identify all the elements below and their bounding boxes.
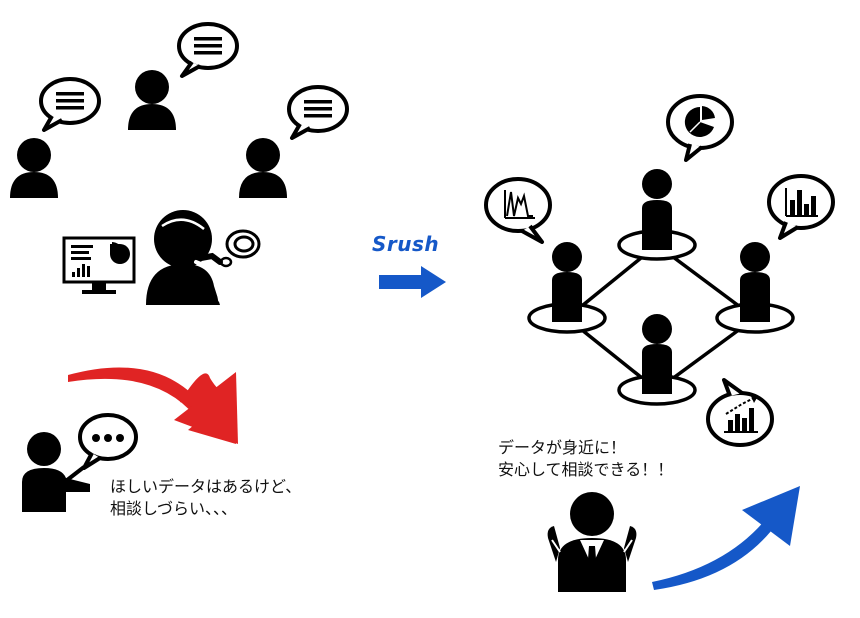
srush-label: Srush <box>372 232 440 256</box>
before-caption-line2: 相談しづらい、、、 <box>110 499 238 518</box>
person-icon <box>239 138 287 198</box>
blue-curved-arrow <box>652 486 800 590</box>
red-curved-arrow <box>68 367 238 444</box>
network-person-right <box>715 242 795 334</box>
rising-chart-icon <box>706 378 774 447</box>
pie-chart-icon <box>666 94 734 162</box>
person-icon <box>128 70 176 130</box>
network-person-top <box>617 169 697 261</box>
happy-person-icon <box>547 492 637 592</box>
before-caption-line1: ほしいデータはあるけど、 <box>110 477 302 496</box>
after-caption-line2: 安心して相談できる！！ <box>498 460 674 479</box>
monitor-chart-icon <box>62 236 136 294</box>
line-chart-icon <box>484 177 552 244</box>
speech-bubble-icon <box>177 22 239 78</box>
speech-bubble-icon <box>39 77 101 132</box>
thinking-person-icon <box>146 210 261 305</box>
presenter-icon <box>22 432 90 512</box>
speech-bubble-icon <box>78 413 138 470</box>
person-icon <box>10 138 58 198</box>
after-caption-line1: データが身近に！ <box>498 438 627 457</box>
transition-arrow <box>379 266 446 298</box>
network-person-bottom <box>617 314 697 406</box>
speech-bubble-icon <box>287 85 349 140</box>
network-person-left <box>527 242 607 334</box>
bar-chart-icon <box>767 174 835 240</box>
